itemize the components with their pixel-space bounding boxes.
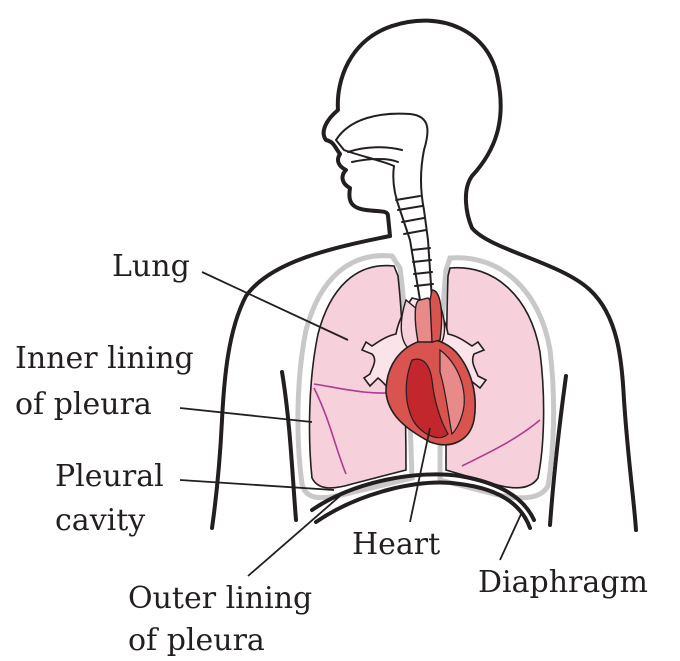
label-outer-lining-1: Outer lining bbox=[128, 581, 312, 616]
label-pleural-cavity-2: cavity bbox=[55, 503, 145, 538]
inner-lining-leader bbox=[180, 408, 312, 422]
label-heart: Heart bbox=[352, 527, 440, 562]
label-pleural-cavity-1: Pleural bbox=[55, 459, 164, 494]
pleural-cavity-leader bbox=[180, 480, 334, 490]
label-lung: Lung bbox=[112, 249, 190, 284]
label-inner-lining-2: of pleura bbox=[15, 387, 152, 422]
label-outer-lining-2: of pleura bbox=[128, 623, 265, 658]
label-diaphragm: Diaphragm bbox=[478, 565, 648, 600]
label-inner-lining-1: Inner lining bbox=[15, 341, 194, 376]
diaphragm-leader bbox=[500, 512, 522, 560]
